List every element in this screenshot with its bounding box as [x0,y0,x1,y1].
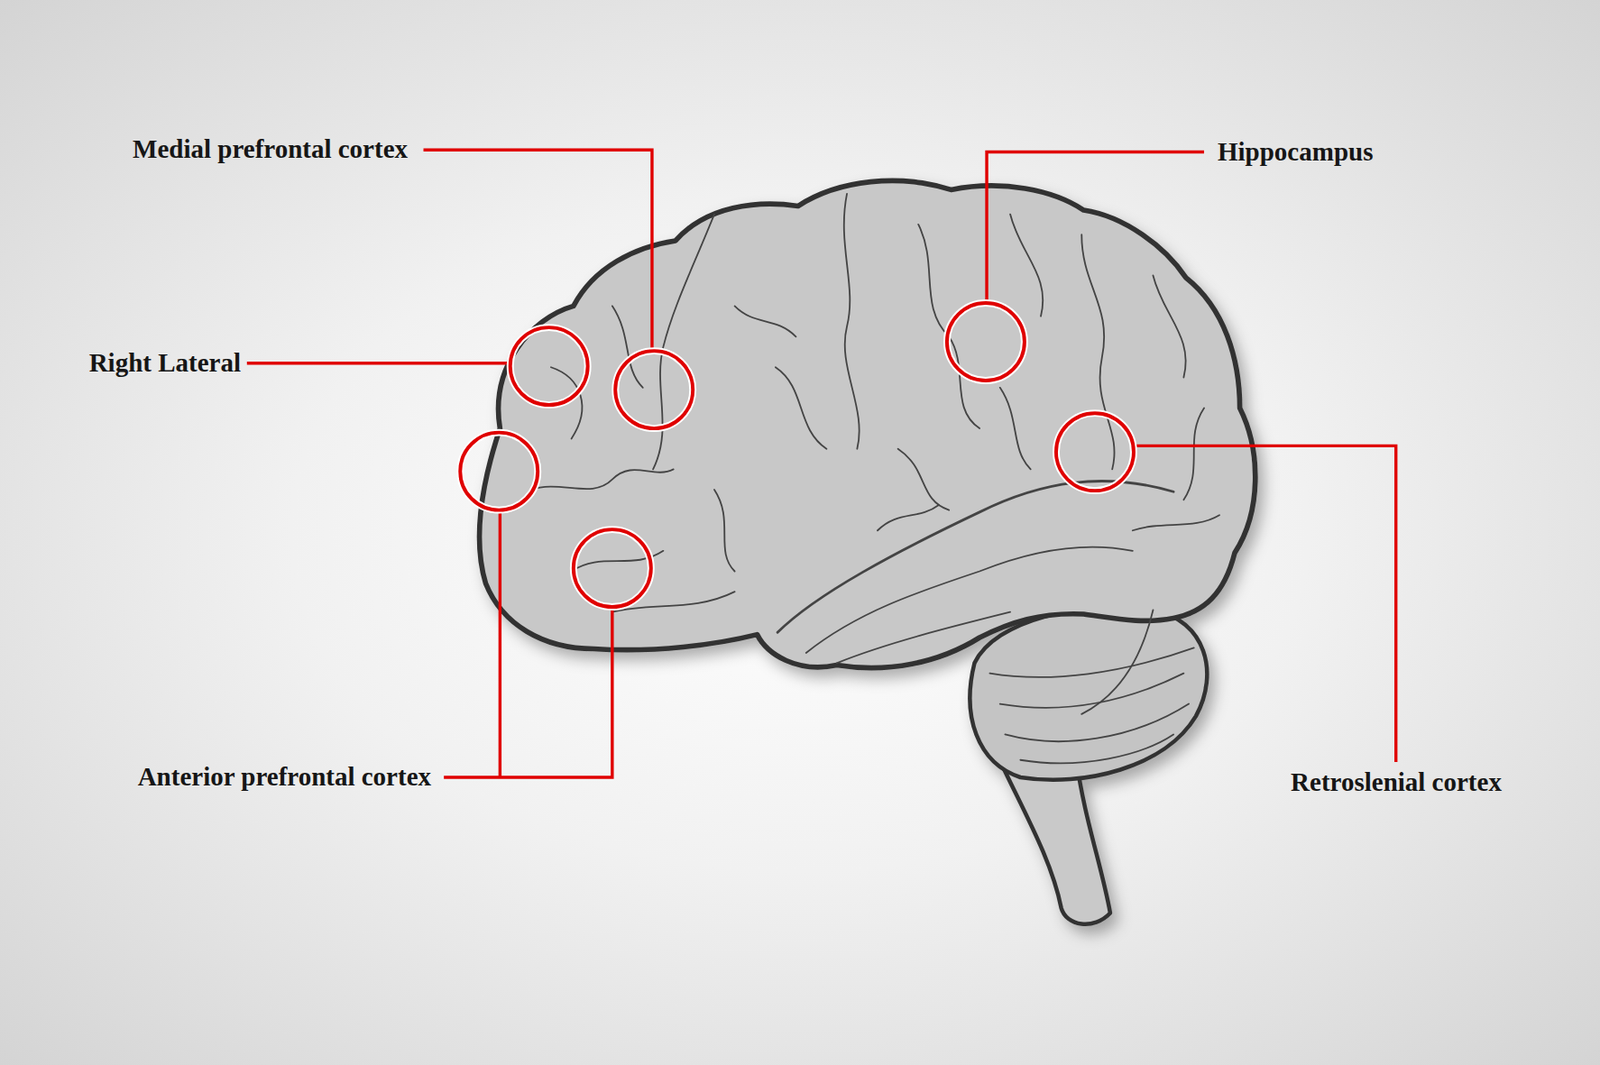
leader-lines [247,149,1397,778]
callout-circles [459,303,1134,607]
region-label: Retroslenial cortex [1290,768,1502,798]
region-label: Medial prefrontal cortex [132,135,408,165]
region-label: Hippocampus [1217,137,1373,167]
brain-folds [530,193,1220,764]
region-label: Anterior prefrontal cortex [137,763,432,792]
cerebrum-outline [479,180,1256,668]
region-label: Right Lateral [89,349,241,378]
cerebellum [969,607,1207,781]
